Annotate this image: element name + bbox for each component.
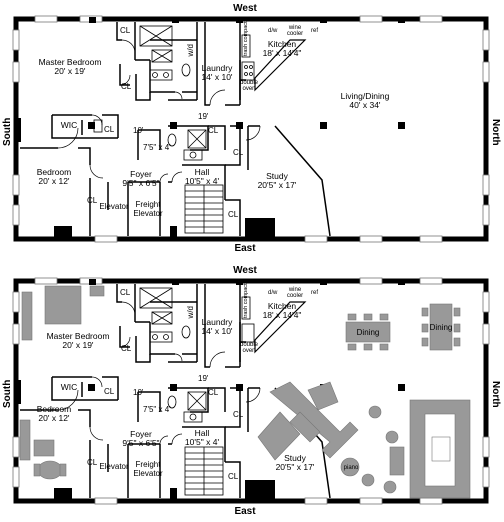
closet-label: CL — [121, 82, 132, 91]
bedroom-label: Bedroom 20' x 12' — [36, 404, 72, 423]
refrigerator-label: ref — [311, 28, 319, 34]
floor-plan-walls-furnished — [12, 277, 490, 505]
living-dining-label: Living/Dining 40' x 34' — [340, 91, 390, 110]
dimension-19: 19' — [198, 374, 209, 383]
floor-plan-furnished: West East South North Master Bedroom 20'… — [0, 262, 504, 522]
laundry-label: Laundry 14' x 10' — [201, 317, 233, 336]
dining-table-label: Dining — [429, 323, 453, 332]
closet-label: CL — [104, 387, 115, 396]
kitchen-label: Kitchen 18' x 14'4" — [262, 301, 302, 320]
closet-label: CL — [104, 125, 115, 134]
compass-north: North — [490, 118, 501, 146]
closet-label: CL — [87, 458, 98, 467]
closet-label: CL — [233, 148, 244, 157]
trash-compactor-label: trash compactor — [243, 278, 249, 318]
compass-south: South — [2, 117, 13, 147]
closet-label: CL — [233, 410, 244, 419]
master-bedroom-label: Master Bedroom 20' x 19' — [46, 331, 110, 350]
laundry-label: Laundry 14' x 10' — [201, 63, 233, 82]
study-label: Study 20'5" x 17' — [275, 453, 315, 472]
dining-table-label: Dining — [356, 328, 380, 337]
freight-elevator-label: Freight Elevator — [133, 460, 163, 478]
elevator-label: Elevator — [99, 462, 129, 471]
compass-east: East — [234, 506, 256, 517]
study-label: Study 20'5" x 17' — [257, 171, 297, 190]
compass-east: East — [234, 243, 256, 254]
dimension-7: 7'5" x 4' — [143, 405, 171, 414]
compass-west: West — [233, 3, 257, 14]
freight-elevator-label: Freight Elevator — [133, 200, 163, 218]
closet-label: CL — [87, 196, 98, 205]
wic-label: WIC — [60, 382, 78, 392]
elevator-label: Elevator — [99, 202, 129, 211]
wine-cooler-label: wine cooler — [286, 287, 304, 299]
floor-plan-unfurnished: West East South North Master Bedroom 20'… — [0, 0, 504, 260]
dishwasher-label: d/w — [268, 290, 278, 296]
bedroom-label: Bedroom 20' x 12' — [36, 167, 72, 186]
refrigerator-label: ref — [311, 290, 319, 296]
closet-label: CL — [121, 344, 132, 353]
closet-label: CL — [228, 472, 239, 481]
kitchen-label: Kitchen 18' x 14'4" — [262, 39, 302, 58]
washer-dryer-label: w/d — [186, 44, 195, 57]
hall-label: Hall 10'5" x 4' — [184, 167, 220, 186]
double-oven-label: double oven — [240, 80, 259, 92]
foyer-label: Foyer 9'5" x 6'5" — [122, 429, 160, 448]
closet-label: CL — [228, 210, 239, 219]
hall-label: Hall 10'5" x 4' — [184, 428, 220, 447]
dimension-7: 7'5" x 4' — [143, 143, 171, 152]
dishwasher-label: d/w — [268, 28, 278, 34]
compass-west: West — [233, 265, 257, 276]
closet-label: CL — [120, 288, 131, 297]
dimension-10: 10' — [133, 388, 144, 397]
wine-cooler-label: wine cooler — [286, 25, 304, 37]
closet-label: CL — [120, 26, 131, 35]
closet-label: CL — [208, 126, 219, 135]
dimension-19: 19' — [198, 112, 209, 121]
trash-compactor-label: trash compactor — [243, 16, 249, 56]
piano-label: piano — [343, 465, 359, 471]
closet-label: CL — [208, 388, 219, 397]
compass-south: South — [2, 379, 13, 409]
double-oven-label: double oven — [240, 342, 259, 354]
compass-north: North — [490, 380, 501, 408]
foyer-label: Foyer 9'5" x 6'5" — [122, 169, 160, 188]
wic-label: WIC — [60, 120, 78, 130]
floor-plan-walls — [12, 15, 490, 243]
dimension-10: 10' — [133, 126, 144, 135]
washer-dryer-label: w/d — [186, 306, 195, 319]
master-bedroom-label: Master Bedroom 20' x 19' — [38, 57, 102, 76]
